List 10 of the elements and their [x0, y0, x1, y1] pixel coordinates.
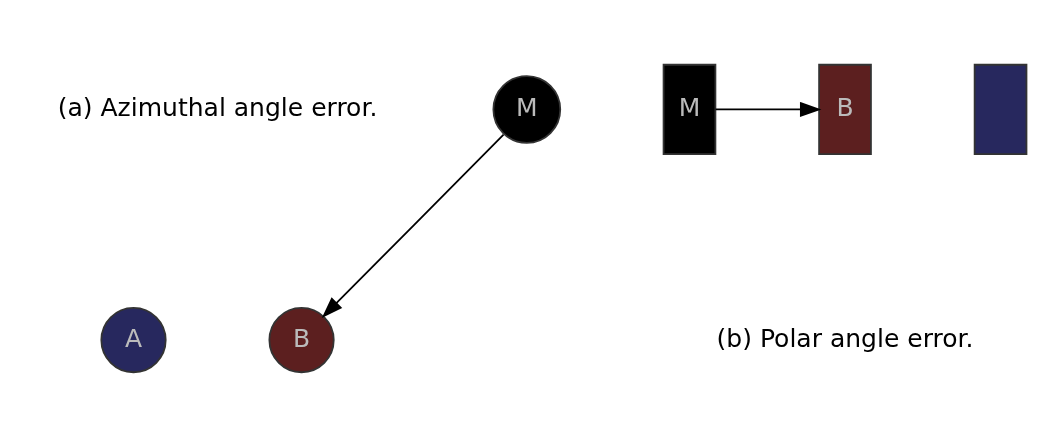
node-circle: M	[492, 75, 562, 144]
node-box: B	[818, 63, 872, 156]
node-box: M	[662, 63, 717, 156]
label: (a) Azimuthal angle error.	[57, 93, 378, 123]
node-box	[973, 63, 1028, 156]
arrow	[321, 133, 505, 318]
arrow	[714, 101, 822, 117]
node-circle: A	[100, 307, 167, 374]
node-circle: B	[268, 307, 335, 374]
label: (b) Polar angle error.	[716, 323, 974, 353]
